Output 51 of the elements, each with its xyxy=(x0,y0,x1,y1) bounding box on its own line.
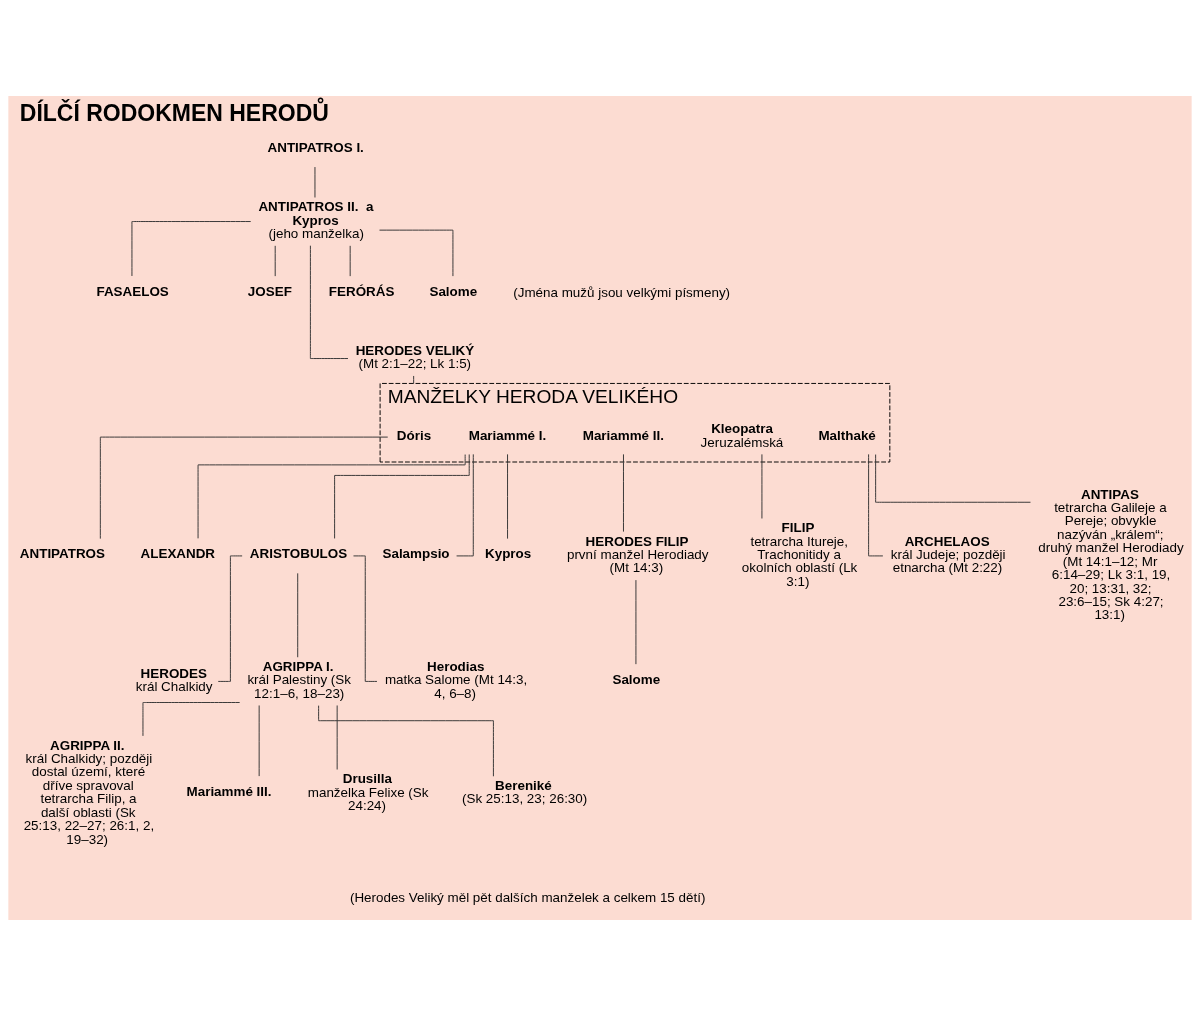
connector xyxy=(379,229,454,277)
label: (Jména mužů jsou velkými písmeny) xyxy=(513,284,731,300)
diagram-title: DÍLČÍ RODOKMEN HERODŮ xyxy=(19,99,329,126)
node-text: Salampsio xyxy=(382,545,450,561)
connector xyxy=(197,453,466,539)
node-text: ALEXANDR xyxy=(140,545,216,561)
node-text: Malthaké xyxy=(818,427,876,443)
node-text: ANTIPATROS II. a Kypros (jeho manželka) xyxy=(258,198,374,241)
node-text: AGRIPPA I. král Palestiny (Sk 12:1–6, 18–23) xyxy=(247,658,351,701)
connector xyxy=(875,453,1031,503)
node-text: FILIP tetrarcha Itureje, Trachonitidy a okolních oblastí (Lk 3:1) xyxy=(741,519,858,589)
node-text: ANTIPAS tetrarcha Galileje a Pereje; obvykle nazýván „králem“; druhý manžel Herodiady (Mt 14:1–12; Mr 6:14–29; Lk 3:1, 19, 20; 13:31, 32; 23:6–15; Sk 4:27; 13:1) xyxy=(1038,486,1184,622)
connector xyxy=(623,453,624,532)
connector xyxy=(131,220,252,276)
connector xyxy=(318,704,494,777)
node-text: Mariammé II. xyxy=(582,427,664,443)
node-text: FERÓRÁS xyxy=(328,283,395,299)
connector xyxy=(309,244,349,359)
node-text: Kleopatra Jeruzalémská xyxy=(700,420,784,450)
label: (Herodes Veliký měl pět dalších manželek a celkem 15 dětí) xyxy=(349,889,706,905)
node-text: Dóris xyxy=(396,427,432,443)
node-text: HERODES král Chalkidy xyxy=(135,665,213,694)
node-text: FASAELOS xyxy=(96,283,169,299)
node-text: HERODES VELIKÝ (Mt 2:1–22; Lk 1:5) xyxy=(355,342,475,371)
connector xyxy=(456,453,474,556)
node-text: Mariammé III. xyxy=(186,783,272,799)
node-text: Drusilla manželka Felixe (Sk 24:24) xyxy=(307,770,429,813)
node-text: ARCHELAOS král Judeje; později etnarcha (Mt 2:22) xyxy=(890,533,1006,575)
node-text: Salome xyxy=(612,671,661,687)
connector xyxy=(258,704,260,777)
connector xyxy=(274,244,276,277)
node-text: AGRIPPA II. král Chalkidy; později dostal území, které dříve spravoval tetrarcha Filip, a další oblasti (Sk 25:13, 22–27; 26:1, 2, 19–32) xyxy=(23,737,155,847)
connector xyxy=(297,572,299,658)
node-text: HERODES FILIP první manžel Herodiady (Mt 14:3) xyxy=(566,533,709,575)
connector xyxy=(413,375,415,384)
connector xyxy=(99,436,389,539)
connector xyxy=(336,704,338,770)
node-text: ARISTOBULOS xyxy=(249,545,348,561)
node-text: JOSEF xyxy=(247,283,292,299)
node-text: Kypros xyxy=(485,545,532,561)
node-text: Bereniké (Sk 25:13, 23; 26:30) xyxy=(462,777,588,806)
connector xyxy=(507,453,509,539)
node-text: Salome xyxy=(429,283,478,299)
node-text: ANTIPATROS xyxy=(19,545,105,561)
connector xyxy=(761,453,763,519)
connector xyxy=(334,453,470,539)
connector xyxy=(142,701,241,736)
node-text: Herodias matka Salome (Mt 14:3, 4, 6–8) xyxy=(384,658,528,701)
node-text: Mariammé I. xyxy=(468,427,547,443)
node-text: ANTIPATROS I. xyxy=(267,139,364,155)
connector xyxy=(349,244,351,277)
